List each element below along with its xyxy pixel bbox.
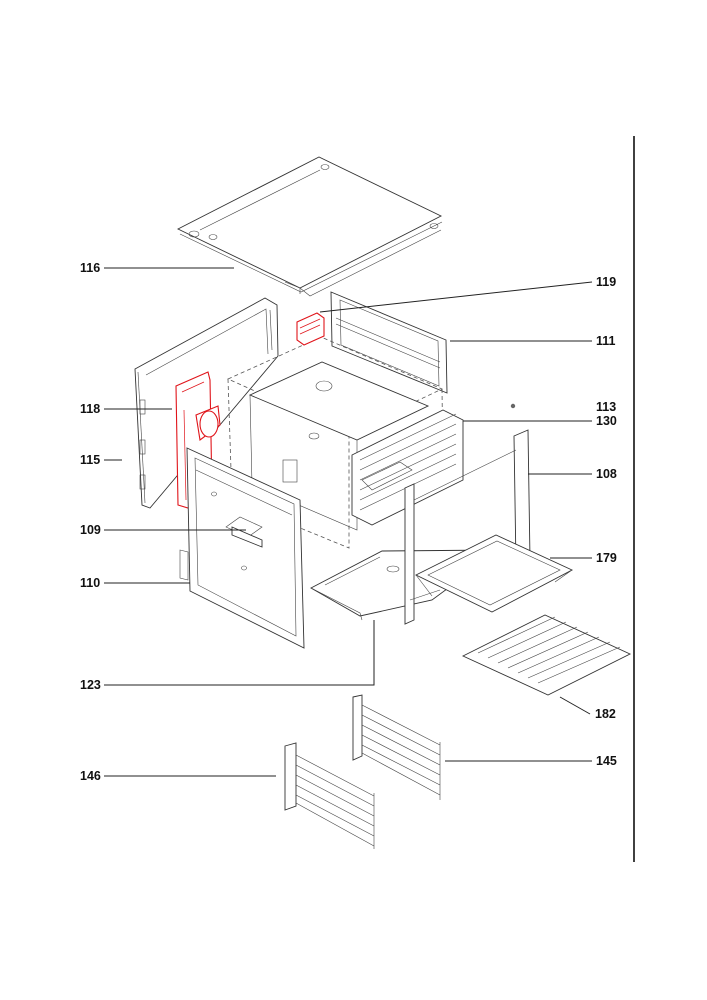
front-frame [179,447,305,649]
callout-145: 145 [596,754,617,768]
callout-118: 118 [80,402,100,416]
shelf-rack-left [284,742,375,849]
callout-111: 111 [596,334,616,348]
baking-tray [414,534,574,613]
callout-109: 109 [80,523,101,537]
wire-rack [461,614,632,696]
callout-115: 115 [80,453,100,467]
callout-123: 123 [80,678,101,692]
screw-part [510,403,516,409]
callout-110: 110 [80,576,100,590]
red-bracket-top [296,312,325,346]
callout-179: 179 [596,551,617,565]
cavity-shelf-guide [351,409,464,526]
leader-lines [104,267,593,777]
front-rails [404,429,531,625]
callout-130: 130 [596,414,617,428]
callout-146: 146 [80,769,101,783]
callout-182: 182 [595,707,616,721]
callout-108: 108 [596,467,617,481]
top-cover-panel [176,156,443,297]
callout-119: 119 [596,275,616,289]
back-frame [330,291,448,394]
shelf-rack-right [352,694,441,800]
callout-116: 116 [80,261,100,275]
callout-113: 113 [596,400,616,414]
